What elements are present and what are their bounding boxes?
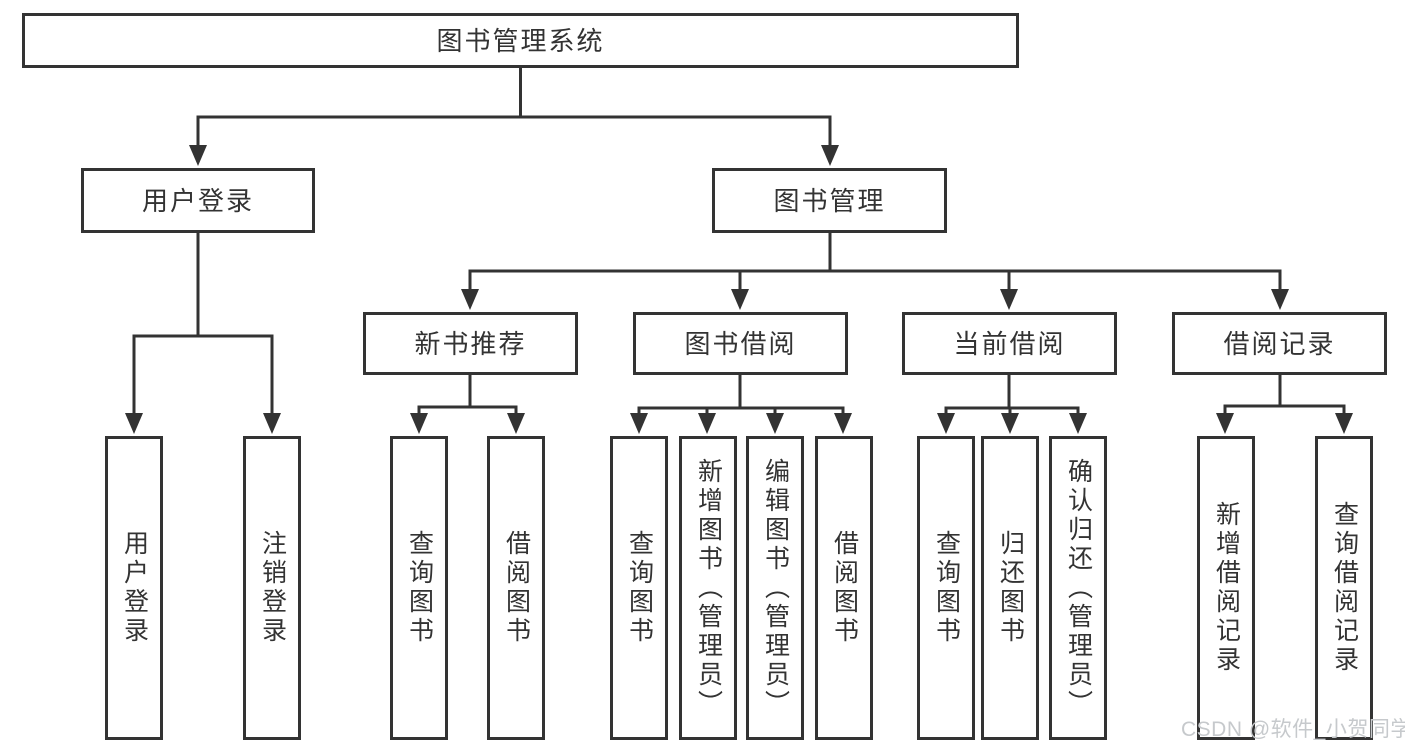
node-new-book-recommend-label: 新书推荐 [414, 328, 527, 359]
leaf-records-query-record: 查询借阅记录 [1315, 436, 1373, 740]
node-new-book-recommend: 新书推荐 [363, 312, 578, 375]
leaf-borrow-edit-books-admin: 编辑图书（管理员） [746, 436, 804, 740]
leaf-borrow-borrow-books-label: 借阅图书 [830, 530, 859, 646]
leaf-logout-login: 注销登录 [243, 436, 301, 740]
leaf-records-add-record: 新增借阅记录 [1197, 436, 1255, 740]
node-book-management-label: 图书管理 [773, 185, 886, 216]
leaf-current-query-books: 查询图书 [917, 436, 975, 740]
node-book-borrow: 图书借阅 [633, 312, 848, 375]
leaf-current-confirm-return-admin: 确认归还（管理员） [1049, 436, 1107, 740]
leaf-current-confirm-return-admin-label: 确认归还（管理员） [1064, 457, 1093, 719]
csdn-watermark: CSDN @软件_小贺同学 [1181, 718, 1405, 741]
leaf-current-query-books-label: 查询图书 [932, 530, 961, 646]
node-root: 图书管理系统 [22, 13, 1019, 68]
leaf-borrow-add-books-admin-label: 新增图书（管理员） [694, 457, 723, 719]
arrowheads [125, 145, 1353, 434]
leaf-borrow-add-books-admin: 新增图书（管理员） [679, 436, 737, 740]
leaf-current-return-books-label: 归还图书 [996, 530, 1025, 646]
leaf-borrow-borrow-books: 借阅图书 [815, 436, 873, 740]
leaf-records-add-record-label: 新增借阅记录 [1212, 501, 1241, 675]
node-book-borrow-label: 图书借阅 [684, 328, 797, 359]
leaf-borrow-query-books: 查询图书 [610, 436, 668, 740]
node-user-login: 用户登录 [81, 168, 315, 233]
node-book-management: 图书管理 [712, 168, 947, 233]
leaf-borrow-query-books-label: 查询图书 [625, 530, 654, 646]
leaf-user-login-label: 用户登录 [120, 530, 149, 646]
leaf-logout-login-label: 注销登录 [258, 530, 287, 646]
leaf-borrow-edit-books-admin-label: 编辑图书（管理员） [761, 457, 790, 719]
node-current-borrow: 当前借阅 [902, 312, 1117, 375]
leaf-records-query-record-label: 查询借阅记录 [1330, 501, 1359, 675]
node-root-label: 图书管理系统 [436, 25, 605, 56]
leaf-recommend-query-books-label: 查询图书 [405, 530, 434, 646]
leaf-user-login: 用户登录 [105, 436, 163, 740]
node-user-login-label: 用户登录 [141, 185, 254, 216]
node-borrow-records: 借阅记录 [1172, 312, 1387, 375]
leaf-recommend-query-books: 查询图书 [390, 436, 448, 740]
node-current-borrow-label: 当前借阅 [953, 328, 1066, 359]
leaf-recommend-borrow-books: 借阅图书 [487, 436, 545, 740]
leaf-current-return-books: 归还图书 [981, 436, 1039, 740]
leaf-recommend-borrow-books-label: 借阅图书 [502, 530, 531, 646]
node-borrow-records-label: 借阅记录 [1223, 328, 1336, 359]
